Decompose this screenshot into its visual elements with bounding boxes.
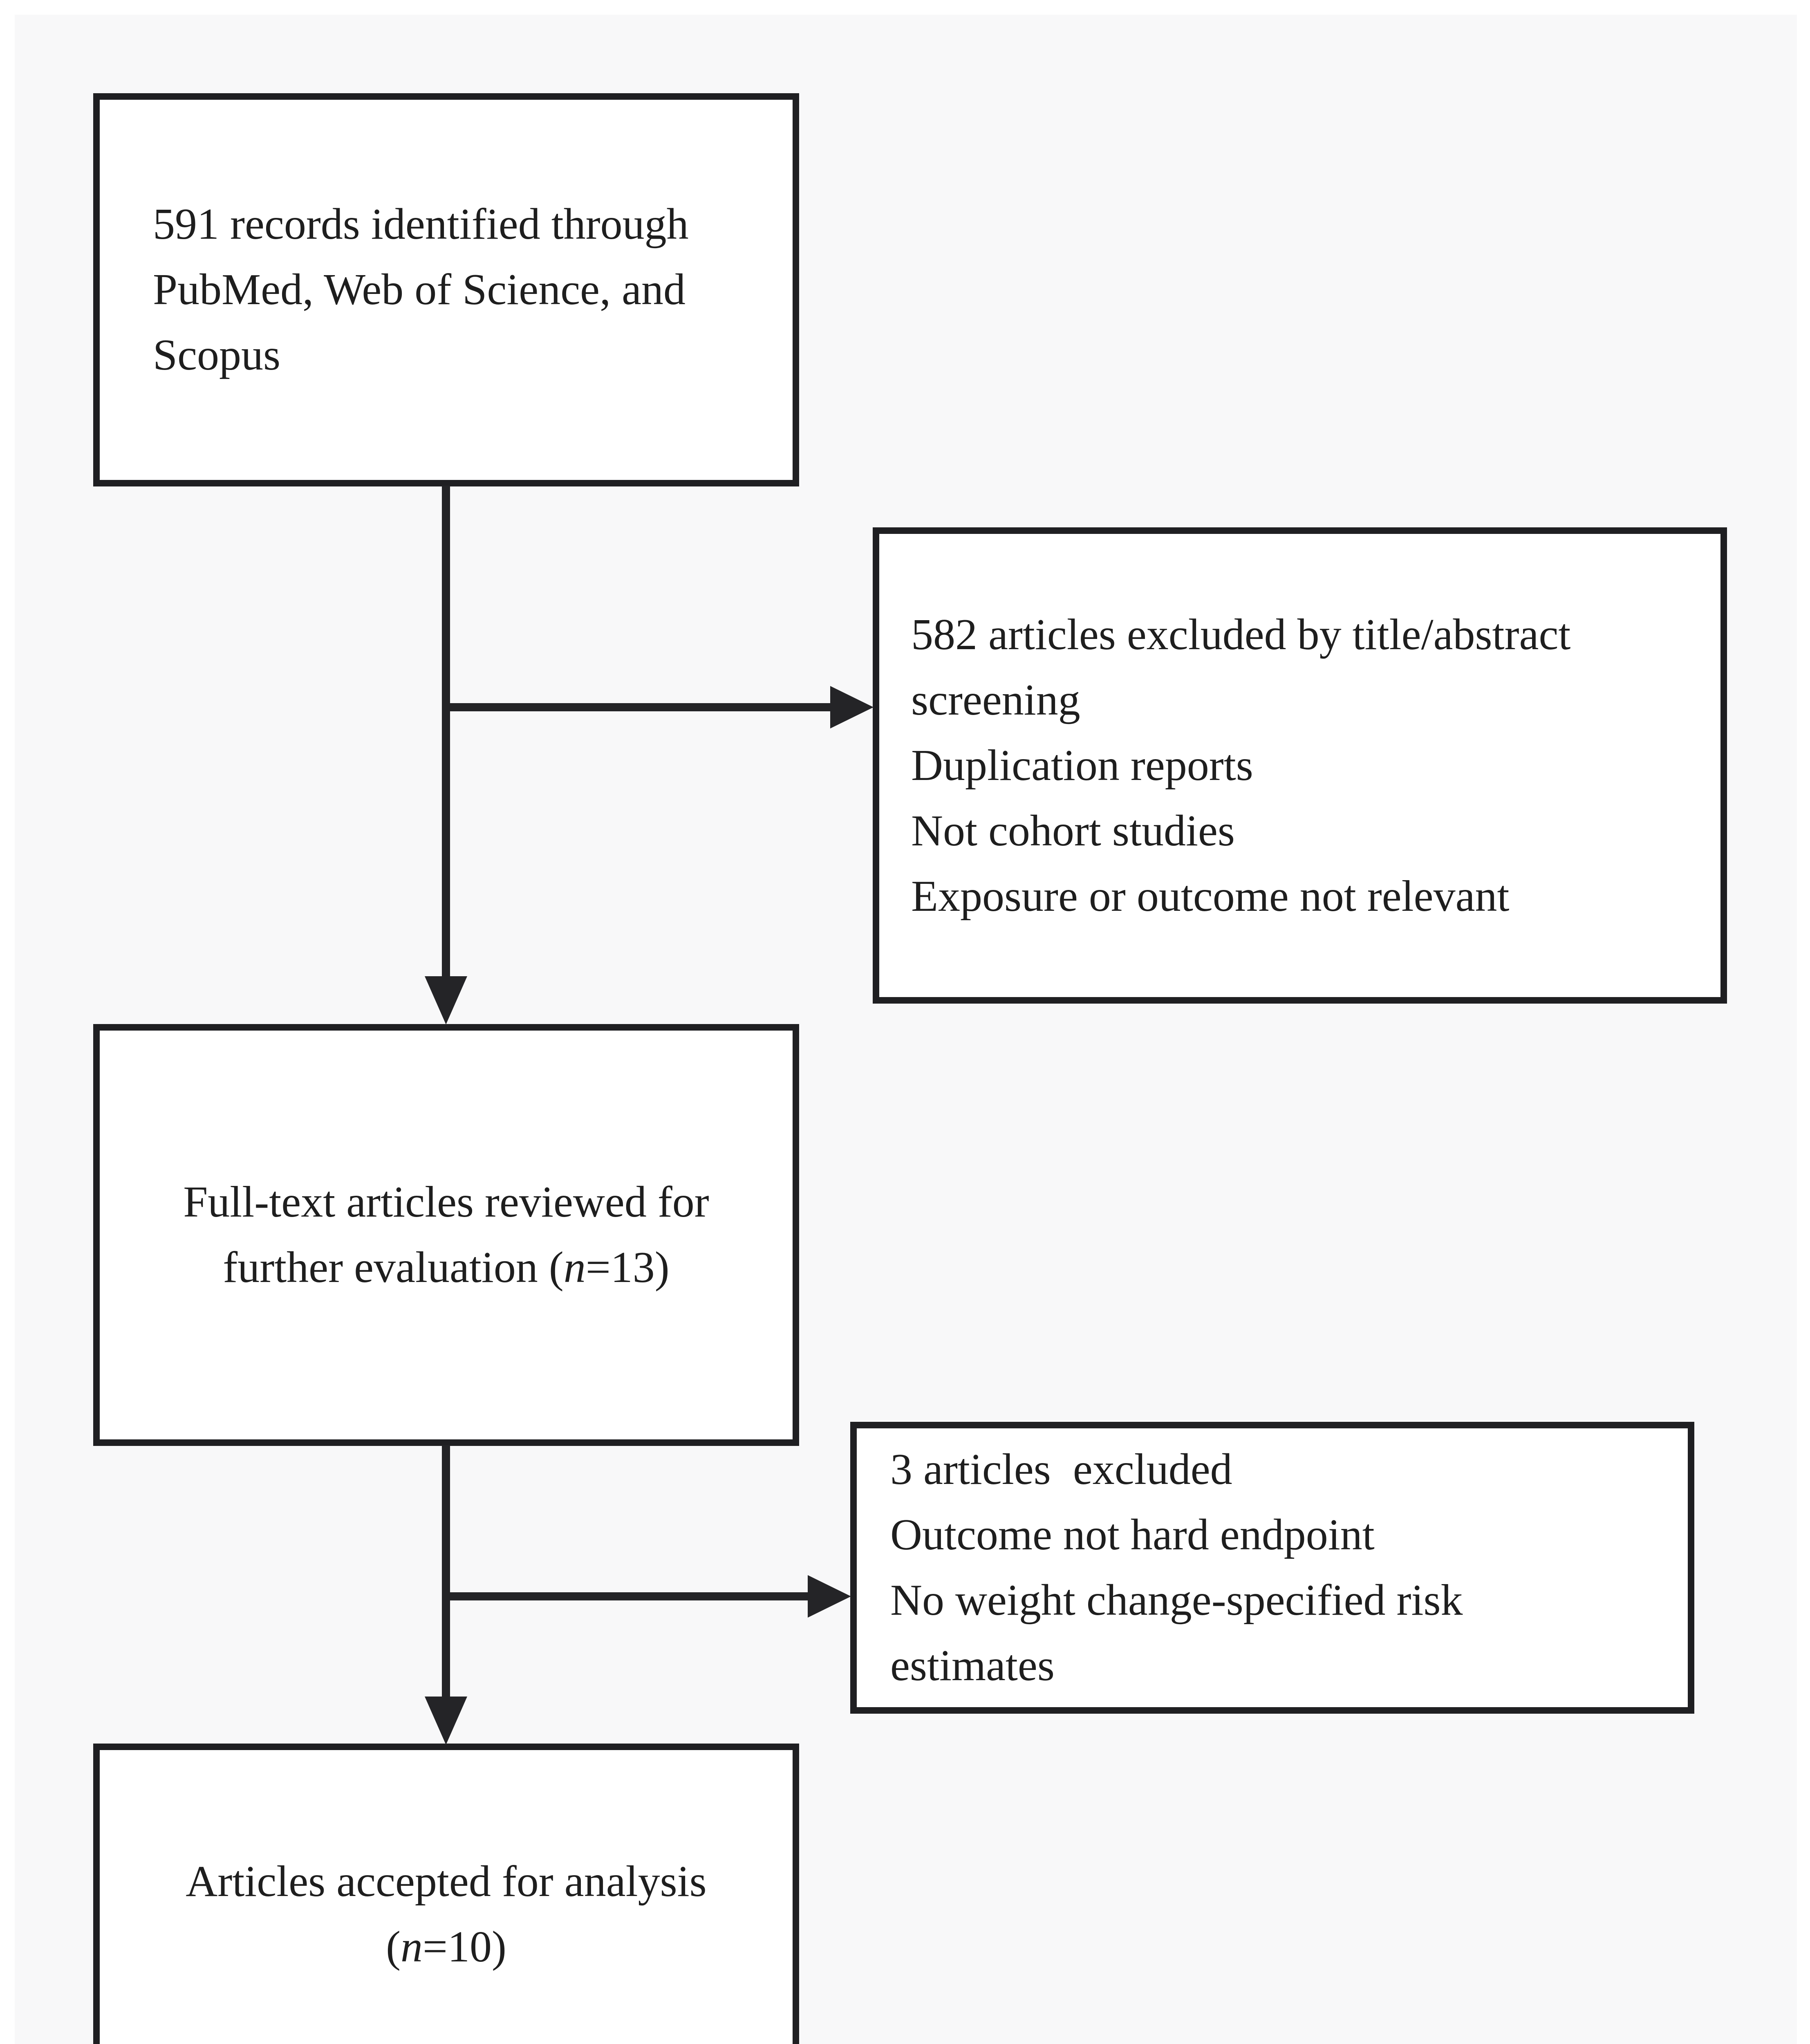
box-records-identified-line-1: 591 records identified through xyxy=(153,200,689,249)
box-fulltext-review-line-2: further evaluation (n=13) xyxy=(223,1235,670,1300)
box-excluded-screening-line-5: Exposure or outcome not relevant xyxy=(911,872,1510,921)
box-excluded-screening-line-2: screening xyxy=(911,675,1080,724)
box-records-identified: 591 records identified through PubMed, W… xyxy=(93,93,799,486)
box-records-identified-line-2: PubMed, Web of Science, and xyxy=(153,265,686,314)
fulltext-count-prefix: further evaluation ( xyxy=(223,1243,564,1292)
box-excluded-fulltext-line-2: Outcome not hard endpoint xyxy=(890,1511,1375,1559)
fulltext-count-suffix: =13) xyxy=(585,1243,670,1292)
connector-fulltext-to-accepted xyxy=(442,1445,450,1703)
box-excluded-fulltext-line-4: estimates xyxy=(890,1641,1055,1690)
connector-identified-to-fulltext xyxy=(442,486,450,982)
arrow-right-icon xyxy=(830,686,874,728)
box-records-identified-line-3: Scopus xyxy=(153,331,281,379)
box-excluded-fulltext-line-1: 3 articles excluded xyxy=(890,1445,1232,1494)
box-excluded-screening-line-4: Not cohort studies xyxy=(911,806,1235,855)
fulltext-count-n: n xyxy=(563,1243,586,1292)
box-accepted-line-1: Articles accepted for analysis xyxy=(186,1857,707,1906)
box-fulltext-review: Full-text articles reviewed for further … xyxy=(93,1024,799,1446)
arrow-down-icon xyxy=(425,1697,467,1745)
accepted-count-prefix: ( xyxy=(386,1923,401,1971)
box-accepted-for-analysis: Articles accepted for analysis (n=10) xyxy=(93,1744,799,2044)
box-excluded-screening-line-3: Duplication reports xyxy=(911,741,1253,790)
arrow-down-icon xyxy=(425,976,467,1024)
connector-branch-to-excluded-fulltext xyxy=(442,1592,814,1600)
box-fulltext-review-line-1: Full-text articles reviewed for xyxy=(183,1178,709,1226)
accepted-count-n: n xyxy=(401,1923,423,1971)
connector-branch-to-excluded-screening xyxy=(442,703,836,711)
arrow-right-icon xyxy=(808,1575,851,1618)
box-excluded-fulltext: 3 articles excluded Outcome not hard end… xyxy=(850,1422,1694,1714)
box-excluded-screening: 582 articles excluded by title/abstract … xyxy=(873,527,1727,1004)
box-excluded-fulltext-line-3: No weight change-specified risk xyxy=(890,1576,1463,1625)
accepted-count-suffix: =10) xyxy=(423,1923,506,1971)
box-accepted-line-2: (n=10) xyxy=(386,1914,506,1980)
box-excluded-screening-line-1: 582 articles excluded by title/abstract xyxy=(911,610,1571,659)
